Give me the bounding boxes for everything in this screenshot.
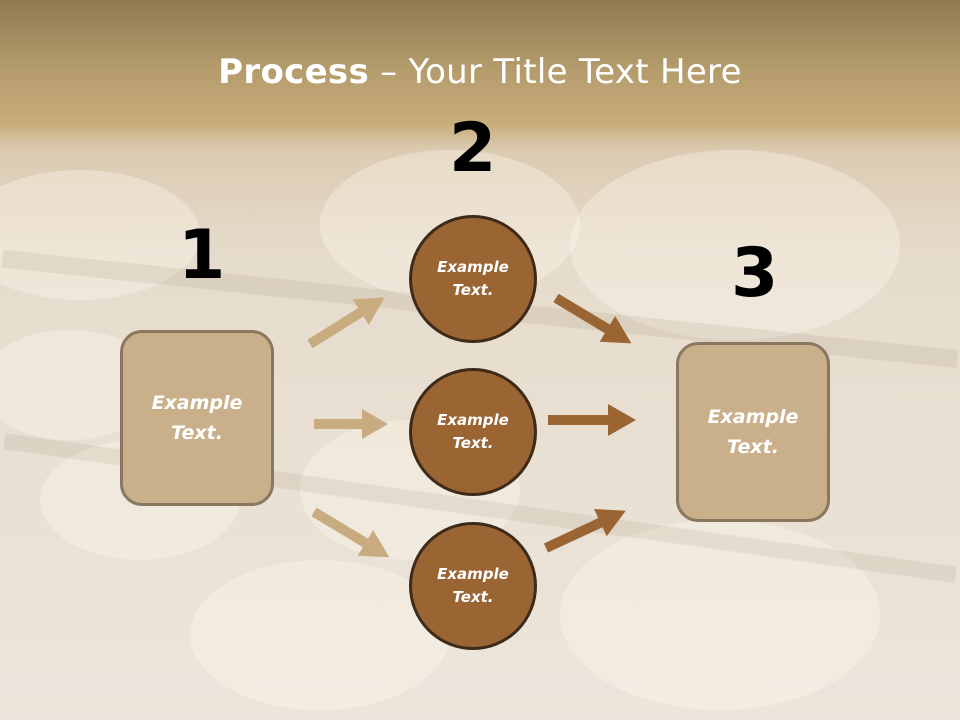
left-box: Example Text. (120, 330, 274, 506)
right-box-text: Example Text. (707, 406, 799, 458)
circle-bottom: Example Text. (409, 522, 537, 650)
step-number-2: 2 (449, 109, 497, 188)
circle-middle: Example Text. (409, 368, 537, 496)
step-number-3: 3 (731, 234, 779, 313)
circle-bottom-text: Example Text. (437, 565, 509, 606)
circle-top: Example Text. (409, 215, 537, 343)
background-wheel (560, 520, 880, 710)
right-box: Example Text. (676, 342, 830, 522)
arrow-left-to-top (307, 297, 385, 349)
slide-title: Process – Your Title Text Here (0, 52, 960, 92)
arrow-left-to-bottom (311, 507, 390, 558)
title-rest-part: – Your Title Text Here (369, 52, 742, 92)
arrow-middle-to-right (548, 404, 636, 436)
arrow-bottom-to-right (543, 509, 626, 553)
circle-top-text: Example Text. (437, 258, 509, 299)
left-box-text: Example Text. (151, 392, 243, 444)
background-wheel (190, 560, 450, 710)
title-bold-part: Process (218, 52, 370, 92)
background-wheel (570, 150, 900, 340)
step-number-1: 1 (178, 216, 226, 295)
arrow-top-to-right (553, 293, 632, 344)
arrow-left-to-middle (314, 409, 388, 439)
circle-middle-text: Example Text. (437, 411, 509, 452)
background-wheel (0, 170, 200, 300)
